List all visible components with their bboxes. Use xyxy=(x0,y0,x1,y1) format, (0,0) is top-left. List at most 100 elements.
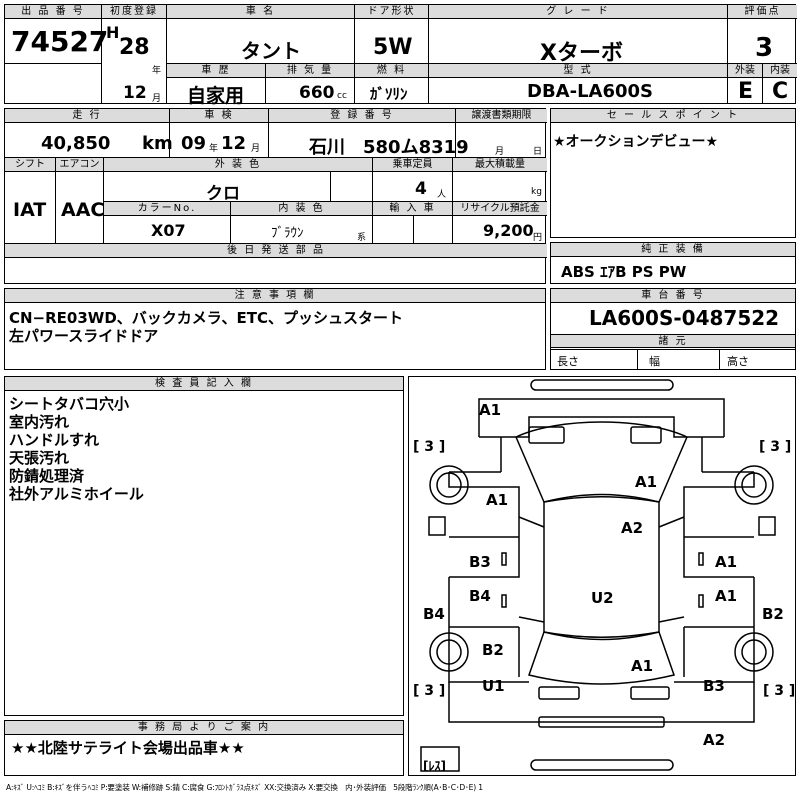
grade: Xターボ xyxy=(540,41,623,66)
damage-diagram: [ 3 ] [ 3 ] [ 3 ] [ 3 ] [ﾚｽ] A1 A1 A1 A2… xyxy=(408,376,796,776)
door-type: 5W xyxy=(373,35,413,60)
load-unit: kg xyxy=(531,187,542,197)
inspector-note: 室内汚れ xyxy=(9,413,70,431)
tire-mark-front-right: [ 3 ] xyxy=(759,439,792,455)
interior-header: 内装 xyxy=(763,64,797,78)
car-name-header: 車 名 xyxy=(167,5,354,19)
reg-month: 12 xyxy=(123,83,147,103)
reg-year: 28 xyxy=(119,35,150,60)
inspector-note: 防錆処理済 xyxy=(9,467,85,485)
first-reg-header: 初度登録 xyxy=(102,5,166,19)
model: DBA-LA600S xyxy=(527,81,653,102)
model-header: 型 式 xyxy=(429,64,727,78)
inspection-month-unit: 月 xyxy=(251,144,261,154)
ext-color-header: 外 装 色 xyxy=(104,158,372,172)
legend-text: A:ｷｽﾞ U:ﾍｺﾐ B:ｷｽﾞを伴うﾍｺﾐ P:要塗装 W:補修跡 S:錆 … xyxy=(6,783,483,792)
notes-line-1: CN−RE03WD、バックカメラ、ETC、プッシュスタート xyxy=(9,309,403,327)
header-section: 出 品 番 号 初度登録 車 名 ドア形状 グ レ ー ド 評価点 74527 … xyxy=(4,4,797,107)
grade-header: グ レ ー ド xyxy=(429,5,727,19)
damage-code: A2 xyxy=(621,519,644,537)
spec-height: 高さ xyxy=(727,355,749,368)
inspector-section: 検 査 員 記 入 欄 シートタバコ穴小 室内汚れ ハンドルすれ 天張汚れ 防錆… xyxy=(4,376,404,716)
spare-tire-mark: [ﾚｽ] xyxy=(423,759,446,773)
recycle-header: リサイクル預託金 xyxy=(453,202,547,216)
inspector-header: 検 査 員 記 入 欄 xyxy=(5,377,403,391)
import-header: 輸 入 車 xyxy=(373,202,452,216)
office-message: ★★北陸サテライト会場出品車★★ xyxy=(11,739,245,757)
genuine-equipment: ABS ｴｱB PS PW xyxy=(561,263,687,281)
chassis-section: 車 台 番 号 LA600S-0487522 諸 元 長さ 幅 高さ xyxy=(550,288,796,370)
aircon: AAC xyxy=(61,199,105,221)
lot-number: 74527 xyxy=(11,25,109,58)
spec-width: 幅 xyxy=(649,355,660,368)
tire-mark-rear-right: [ 3 ] xyxy=(763,683,796,699)
mileage-unit: km xyxy=(142,133,173,154)
fuel: ｶﾞｿﾘﾝ xyxy=(370,85,408,103)
notes-line-2: 左パワースライドドア xyxy=(9,327,159,345)
door-header: ドア形状 xyxy=(355,5,428,19)
sales-point: ★オークションデビュー★ xyxy=(553,134,719,150)
transfer-header: 譲渡書類期限 xyxy=(456,109,547,123)
plate-header: 登 録 番 号 xyxy=(269,109,455,123)
shift-header: シフト xyxy=(5,158,55,172)
inspection-month: 12 xyxy=(221,133,247,154)
capacity-unit: 人 xyxy=(437,190,447,200)
transfer-month-unit: 月 xyxy=(495,147,505,157)
fuel-header: 燃 料 xyxy=(355,64,428,78)
sales-point-header: セ ー ル ス ポ イ ン ト xyxy=(551,109,795,123)
inspector-note: 社外アルミホイール xyxy=(9,485,144,503)
damage-code: B2 xyxy=(762,605,784,623)
damage-code: B4 xyxy=(469,587,491,605)
ext-color: クロ xyxy=(206,184,240,204)
damage-code: U2 xyxy=(591,589,614,607)
sales-point-section: セ ー ル ス ポ イ ン ト ★オークションデビュー★ xyxy=(550,108,796,238)
inspection-year: 09 xyxy=(181,133,207,154)
int-color: ﾌﾞﾗｳﾝ xyxy=(271,226,304,241)
damage-code: B4 xyxy=(423,605,445,623)
displacement-header: 排 気 量 xyxy=(266,64,354,78)
exterior-header: 外装 xyxy=(728,64,762,78)
office-section: 事 務 局 よ り ご 案 内 ★★北陸サテライト会場出品車★★ xyxy=(4,720,404,776)
int-color-unit: 系 xyxy=(357,233,367,243)
recycle-unit: 円 xyxy=(533,233,543,243)
inspection-header: 車 検 xyxy=(170,109,268,123)
chassis-header: 車 台 番 号 xyxy=(551,289,795,303)
damage-code: A1 xyxy=(486,491,509,509)
color-no: X07 xyxy=(151,221,186,240)
chassis-number: LA600S-0487522 xyxy=(589,306,780,330)
mileage: 40,850 xyxy=(41,133,111,154)
capacity: 4 xyxy=(415,179,427,199)
recycle: 9,200 xyxy=(483,221,534,240)
damage-code: U1 xyxy=(482,677,505,695)
notes-section: 注 意 事 項 欄 CN−RE03WD、バックカメラ、ETC、プッシュスタート … xyxy=(4,288,546,370)
inspector-note: シートタバコ穴小 xyxy=(9,395,130,413)
displacement-unit: cc xyxy=(337,91,347,101)
spec-length: 長さ xyxy=(557,355,579,368)
exterior-score: E xyxy=(738,79,754,104)
history: 自家用 xyxy=(187,85,245,107)
genuine-section: 純 正 装 備 ABS ｴｱB PS PW xyxy=(550,242,796,284)
damage-code: B3 xyxy=(703,677,725,695)
reg-month-unit: 月 xyxy=(152,94,162,104)
damage-code: A1 xyxy=(635,473,658,491)
transfer-day-unit: 日 xyxy=(533,147,543,157)
era: H xyxy=(106,23,120,42)
aircon-header: エアコン xyxy=(56,158,103,172)
inspection-year-unit: 年 xyxy=(209,144,219,154)
displacement: 660 xyxy=(299,83,335,103)
damage-code: B3 xyxy=(469,553,491,571)
reg-year-unit: 年 xyxy=(152,66,162,76)
shift: IAT xyxy=(13,199,47,221)
int-color-header: 内 装 色 xyxy=(231,202,372,216)
car-outline-diagram xyxy=(420,379,776,772)
interior-score: C xyxy=(772,79,789,104)
office-header: 事 務 局 よ り ご 案 内 xyxy=(5,721,403,735)
history-header: 車 歴 xyxy=(167,64,265,78)
specs-header: 諸 元 xyxy=(551,334,795,348)
detail-section: 走 行 車 検 登 録 番 号 譲渡書類期限 40,850 km 09 年 12… xyxy=(4,108,547,284)
color-no-header: カラーNo. xyxy=(104,202,230,216)
car-name: タント xyxy=(241,39,301,63)
damage-code: A1 xyxy=(715,587,738,605)
plate-number: 石川 580ム8319 xyxy=(309,137,469,158)
damage-code: A1 xyxy=(715,553,738,571)
